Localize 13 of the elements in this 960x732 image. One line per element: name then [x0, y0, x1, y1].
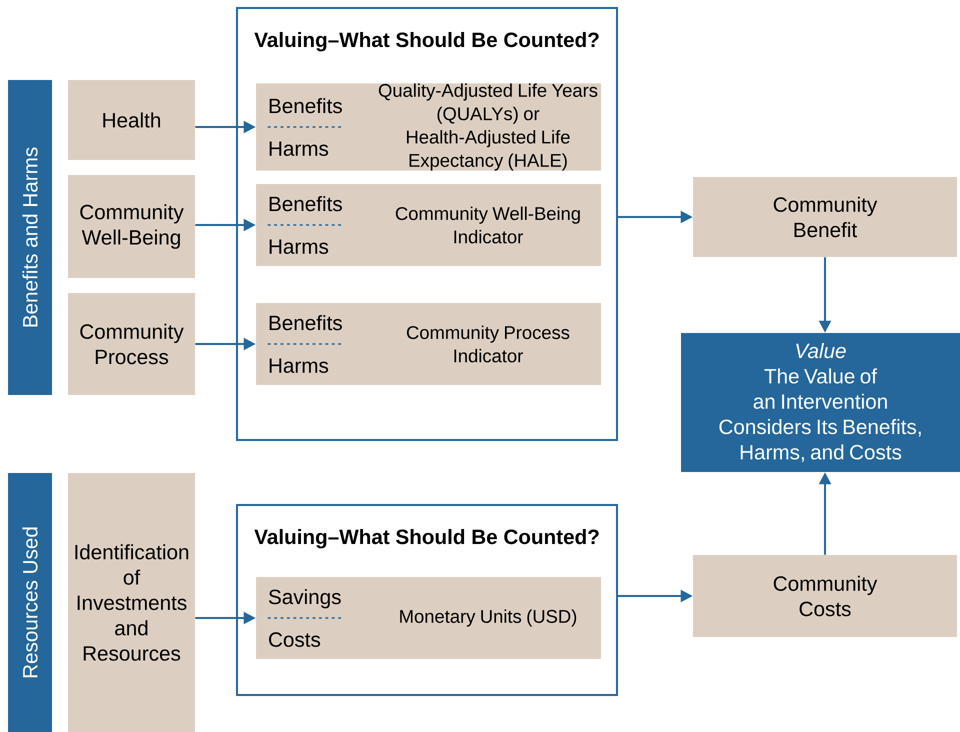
measure-box: Savings Costs Monetary Units (USD) — [256, 577, 601, 659]
category-band: Resources Used — [8, 473, 52, 732]
category-box: Identification of Investments and Resources — [68, 473, 195, 732]
category-box: Community Benefit — [693, 177, 957, 257]
category-box: Health — [68, 80, 195, 160]
category-box: Community Costs — [693, 555, 957, 637]
measure-box: Benefits Harms Community Well-Being Indicator — [256, 184, 601, 266]
category-box: Community Process — [68, 293, 195, 395]
measure-box: Benefits Harms Quality-Adjusted Life Years (QUALYs) or Health-Adjusted Life Expectancy (HALE) — [256, 83, 601, 171]
category-band: Benefits and Harms — [8, 80, 52, 395]
measure-box: Benefits Harms Community Process Indicator — [256, 303, 601, 385]
category-box: Community Well-Being — [68, 175, 195, 278]
value-box: Value The Value of an Intervention Considers Its Benefits, Harms, and Costs — [681, 333, 960, 472]
